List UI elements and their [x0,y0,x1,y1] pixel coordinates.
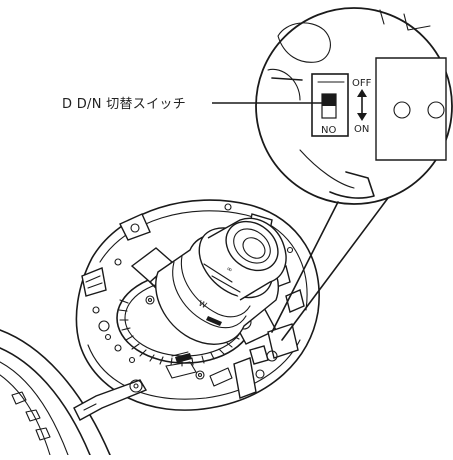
callout: D D/N 切替スイッチ [62,97,324,112]
callout-label: D D/N 切替スイッチ [62,97,186,112]
dome-cover [0,329,111,456]
switch-no-label: NO [321,125,336,136]
switch-on-label: ON [354,124,369,135]
double-arrow-icon [357,89,367,121]
dn-switch: NO [311,73,349,137]
magnifier: NO OFF ON [255,7,453,341]
switch-off-label: OFF [352,78,372,89]
svg-text:W: W [197,299,208,311]
switch-lever [322,94,336,106]
lens-barrel: W ∞ [155,217,287,345]
svg-text:∞: ∞ [225,265,234,275]
